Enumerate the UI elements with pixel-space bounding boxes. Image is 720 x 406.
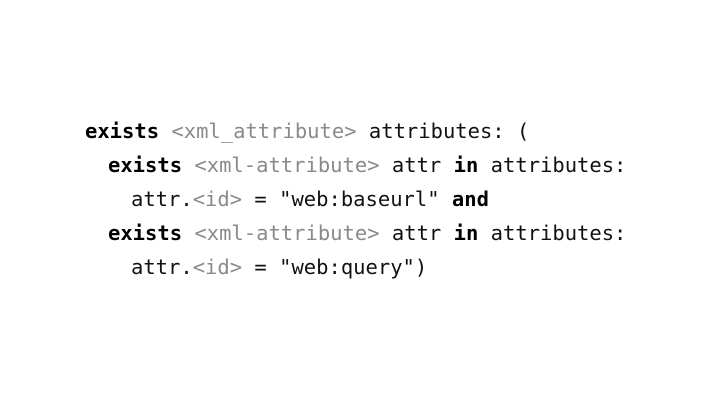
code-line-2: exists <xml-attribute> attr in attribute…	[85, 148, 626, 182]
code-text: attributes: (	[356, 119, 530, 143]
code-text: = "web:query")	[242, 255, 428, 279]
code-text: attributes:	[478, 153, 627, 177]
code-line-5: attr.<id> = "web:query")	[85, 250, 626, 284]
keyword-and: and	[451, 187, 489, 211]
type-placeholder: <xml-attribute>	[194, 221, 380, 245]
code-block: exists <xml_attribute> attributes: (exis…	[85, 114, 626, 284]
keyword-in: in	[453, 221, 479, 245]
code-text: attr	[379, 153, 454, 177]
keyword-exists: exists	[85, 119, 160, 143]
code-text: attr	[379, 221, 454, 245]
code-text: attr.	[131, 187, 193, 211]
keyword-in: in	[453, 153, 479, 177]
code-line-1: exists <xml_attribute> attributes: (	[85, 114, 626, 148]
code-line-3: attr.<id> = "web:baseurl" and	[85, 182, 626, 216]
code-text: = "web:baseurl"	[242, 187, 452, 211]
code-text: attr.	[131, 255, 193, 279]
code-text: attributes:	[478, 221, 627, 245]
type-placeholder: <id>	[192, 187, 243, 211]
type-placeholder: <xml-attribute>	[194, 153, 380, 177]
type-placeholder: <id>	[192, 255, 243, 279]
keyword-exists: exists	[108, 153, 183, 177]
code-line-4: exists <xml-attribute> attr in attribute…	[85, 216, 626, 250]
type-placeholder: <xml_attribute>	[171, 119, 357, 143]
keyword-exists: exists	[108, 221, 183, 245]
